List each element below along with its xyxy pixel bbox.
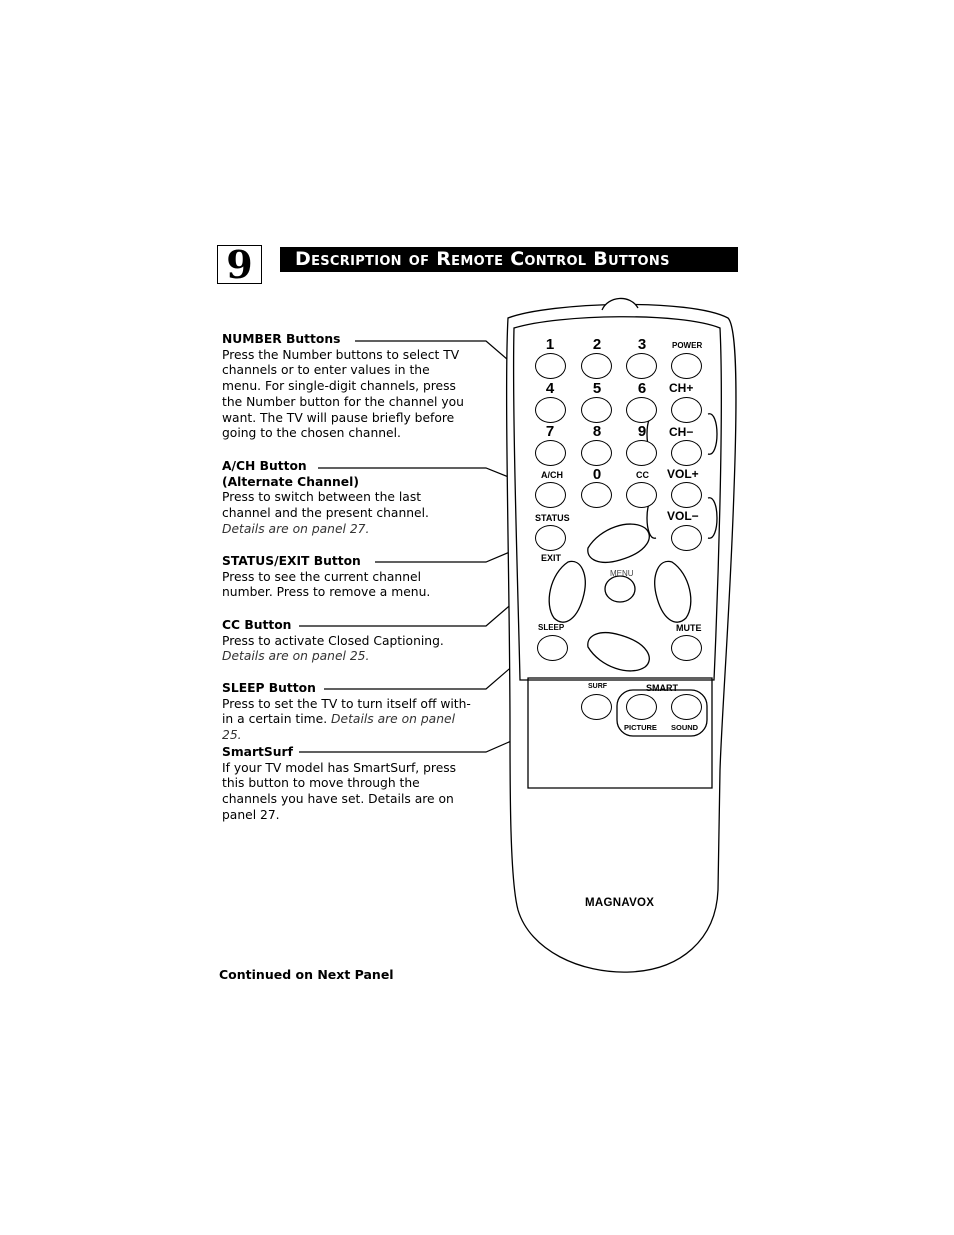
remote-button-4[interactable] [535, 397, 566, 423]
description-body: Press to switch between the last channel… [222, 490, 429, 521]
description-ach-button: A/CH Button (Alternate Channel) Press to… [222, 459, 472, 538]
remote-button-vol-up[interactable] [671, 482, 702, 508]
remote-button-1[interactable] [535, 353, 566, 379]
description-body: Press to see the current channel number.… [222, 569, 431, 600]
label-1: 1 [545, 336, 555, 353]
remote-button-8[interactable] [581, 440, 612, 466]
remote-button-status-exit[interactable] [535, 525, 566, 551]
remote-button-ach[interactable] [535, 482, 566, 508]
description-body: If your TV model has SmartSurf, press th… [222, 760, 457, 822]
label-power: POWER [672, 341, 703, 350]
page-title: Description of Remote Control Buttons [280, 247, 738, 272]
description-heading: SmartSurf [222, 745, 299, 759]
remote-button-ch-up[interactable] [671, 397, 702, 423]
label-smart: SMART [646, 683, 678, 693]
remote-button-3[interactable] [626, 353, 657, 379]
description-cc-button: CC Button Press to activate Closed Capti… [222, 618, 472, 665]
description-number-buttons: NUMBER Buttons Press the Number buttons … [222, 332, 472, 442]
label-ch-up: CH+ [669, 381, 694, 395]
label-picture: PICTURE [624, 723, 657, 732]
remote-button-cc[interactable] [626, 482, 657, 508]
remote-button-vol-down[interactable] [671, 525, 702, 551]
label-ch-down: CH− [669, 425, 694, 439]
description-heading: NUMBER Buttons [222, 332, 347, 346]
description-note: Details are on panel 27. [222, 521, 370, 536]
description-heading: A/CH Button [222, 459, 313, 473]
label-exit: EXIT [541, 553, 562, 563]
remote-button-mute[interactable] [671, 635, 702, 661]
label-status: STATUS [535, 513, 570, 523]
remote-button-9[interactable] [626, 440, 657, 466]
label-2: 2 [592, 336, 602, 353]
description-body-wrap: Press to set the TV to turn itself off w… [222, 697, 472, 744]
description-sleep-button: SLEEP Button Press to set the TV to turn… [222, 681, 472, 744]
remote-button-smartsurf[interactable] [581, 694, 612, 720]
label-3: 3 [637, 336, 647, 353]
description-note: Details are on panel 25. [222, 649, 370, 664]
label-4: 4 [545, 380, 555, 397]
remote-body [505, 297, 737, 973]
label-surf: SURF [588, 683, 608, 690]
continued-note: Continued on Next Panel [219, 967, 394, 982]
label-8: 8 [592, 423, 602, 440]
remote-button-0[interactable] [581, 482, 612, 508]
brand-logo: MAGNAVOX [585, 897, 655, 909]
description-body: Press to activate Closed Captioning. [222, 633, 444, 648]
remote-button-ch-down[interactable] [671, 440, 702, 466]
description-heading: SLEEP Button [222, 681, 322, 695]
label-vol-down: VOL− [667, 509, 699, 523]
label-9: 9 [637, 423, 647, 440]
label-sound: SOUND [671, 723, 699, 732]
description-body: Press the Number buttons to select TV ch… [222, 347, 464, 441]
remote-button-smart-sound[interactable] [671, 694, 702, 720]
remote-button-power[interactable] [671, 353, 702, 379]
remote-button-5[interactable] [581, 397, 612, 423]
label-5: 5 [592, 380, 602, 397]
label-0: 0 [592, 466, 602, 483]
description-smartsurf: SmartSurf If your TV model has SmartSurf… [222, 745, 472, 824]
label-7: 7 [545, 423, 555, 440]
remote-button-sleep[interactable] [537, 635, 568, 661]
label-sleep: SLEEP [538, 623, 565, 632]
description-heading: CC Button [222, 618, 298, 632]
label-menu: MENU [610, 569, 634, 578]
remote-button-2[interactable] [581, 353, 612, 379]
description-heading: STATUS/EXIT Button [222, 554, 367, 568]
label-6: 6 [637, 380, 647, 397]
remote-button-6[interactable] [626, 397, 657, 423]
label-vol-up: VOL+ [667, 467, 699, 481]
remote-button-smart-picture[interactable] [626, 694, 657, 720]
description-note: Details are on panel 25. [222, 712, 455, 743]
label-mute: MUTE [676, 623, 702, 633]
label-ach: A/CH [541, 470, 563, 480]
description-body: Press to set the TV to turn itself off w… [222, 696, 471, 727]
description-subheading: (Alternate Channel) [222, 474, 359, 489]
label-cc: CC [636, 470, 649, 480]
page-number: 9 [217, 245, 262, 284]
description-status-exit-button: STATUS/EXIT Button Press to see the curr… [222, 554, 472, 601]
remote-button-7[interactable] [535, 440, 566, 466]
